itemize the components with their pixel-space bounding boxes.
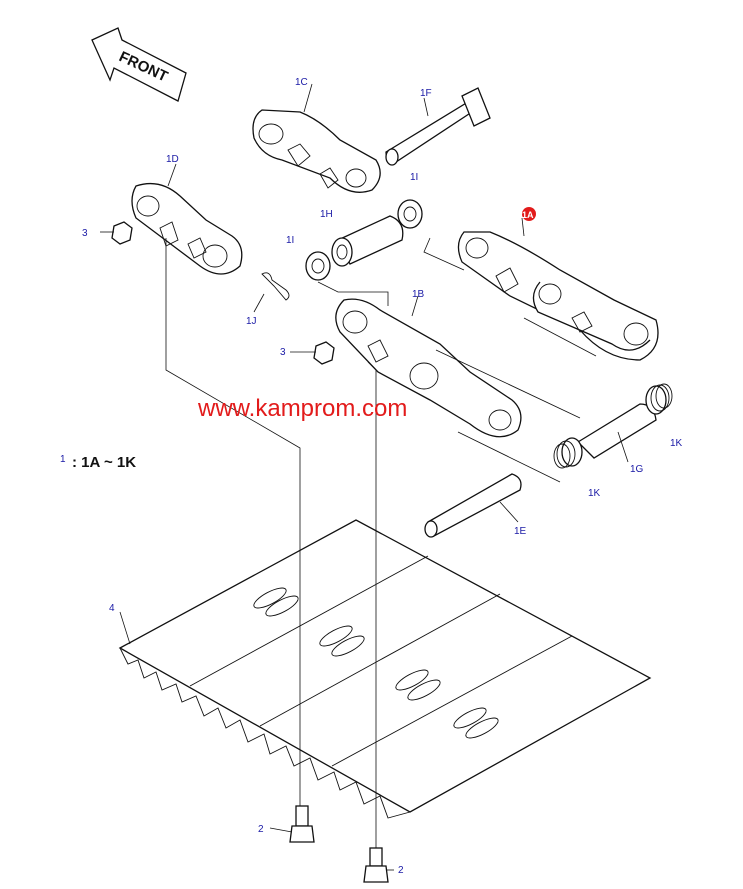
seal-1k-left	[553, 440, 576, 469]
front-arrow-icon: FRONT	[91, 27, 187, 102]
link-1a	[457, 231, 659, 361]
callout-1j: 1J	[246, 316, 257, 327]
callout-1k-right: 1K	[670, 438, 683, 449]
callout-1d: 1D	[166, 154, 179, 165]
callout-2-left: 2	[258, 824, 264, 835]
callout-1k-left: 1K	[588, 488, 601, 499]
callout-3-lower: 3	[280, 347, 286, 358]
legend-range: : 1A ~ 1K	[72, 454, 136, 471]
track-shoe-4	[118, 519, 652, 819]
callout-2-right: 2	[398, 865, 404, 876]
callout-1h: 1H	[320, 209, 333, 220]
link-1c	[252, 109, 381, 193]
pin-1e	[424, 473, 522, 538]
callout-1b: 1B	[412, 289, 425, 300]
callout-1c: 1C	[295, 77, 308, 88]
callout-1g: 1G	[630, 464, 644, 475]
seal-1i-left	[305, 251, 331, 281]
pin-1g	[561, 385, 667, 467]
nut-3-upper	[111, 221, 133, 245]
leader-lines	[100, 83, 629, 871]
callout-1f: 1F	[420, 88, 432, 99]
callout-3-upper: 3	[82, 228, 88, 239]
bushing-1h	[331, 215, 404, 267]
callout-1i-top: 1I	[410, 172, 418, 183]
bolt-2-left	[289, 805, 315, 843]
highlight-1a-icon	[522, 207, 536, 221]
callout-1i-left: 1I	[286, 235, 294, 246]
bolt-2-right	[363, 847, 389, 883]
watermark-text: www.kamprom.com	[197, 395, 407, 422]
link-1d	[131, 182, 243, 275]
pin-1f	[385, 87, 491, 166]
legend-number: 1	[60, 454, 66, 465]
nut-3-lower	[313, 341, 335, 365]
seal-1k-right	[650, 383, 673, 412]
plate-bolt-holes	[253, 587, 499, 739]
callout-4: 4	[109, 603, 115, 614]
clip-1j	[261, 272, 290, 301]
callout-1e: 1E	[514, 526, 527, 537]
callout-1a: 1A	[522, 210, 534, 220]
seal-1i-right	[397, 199, 423, 229]
link-1b	[335, 298, 522, 438]
